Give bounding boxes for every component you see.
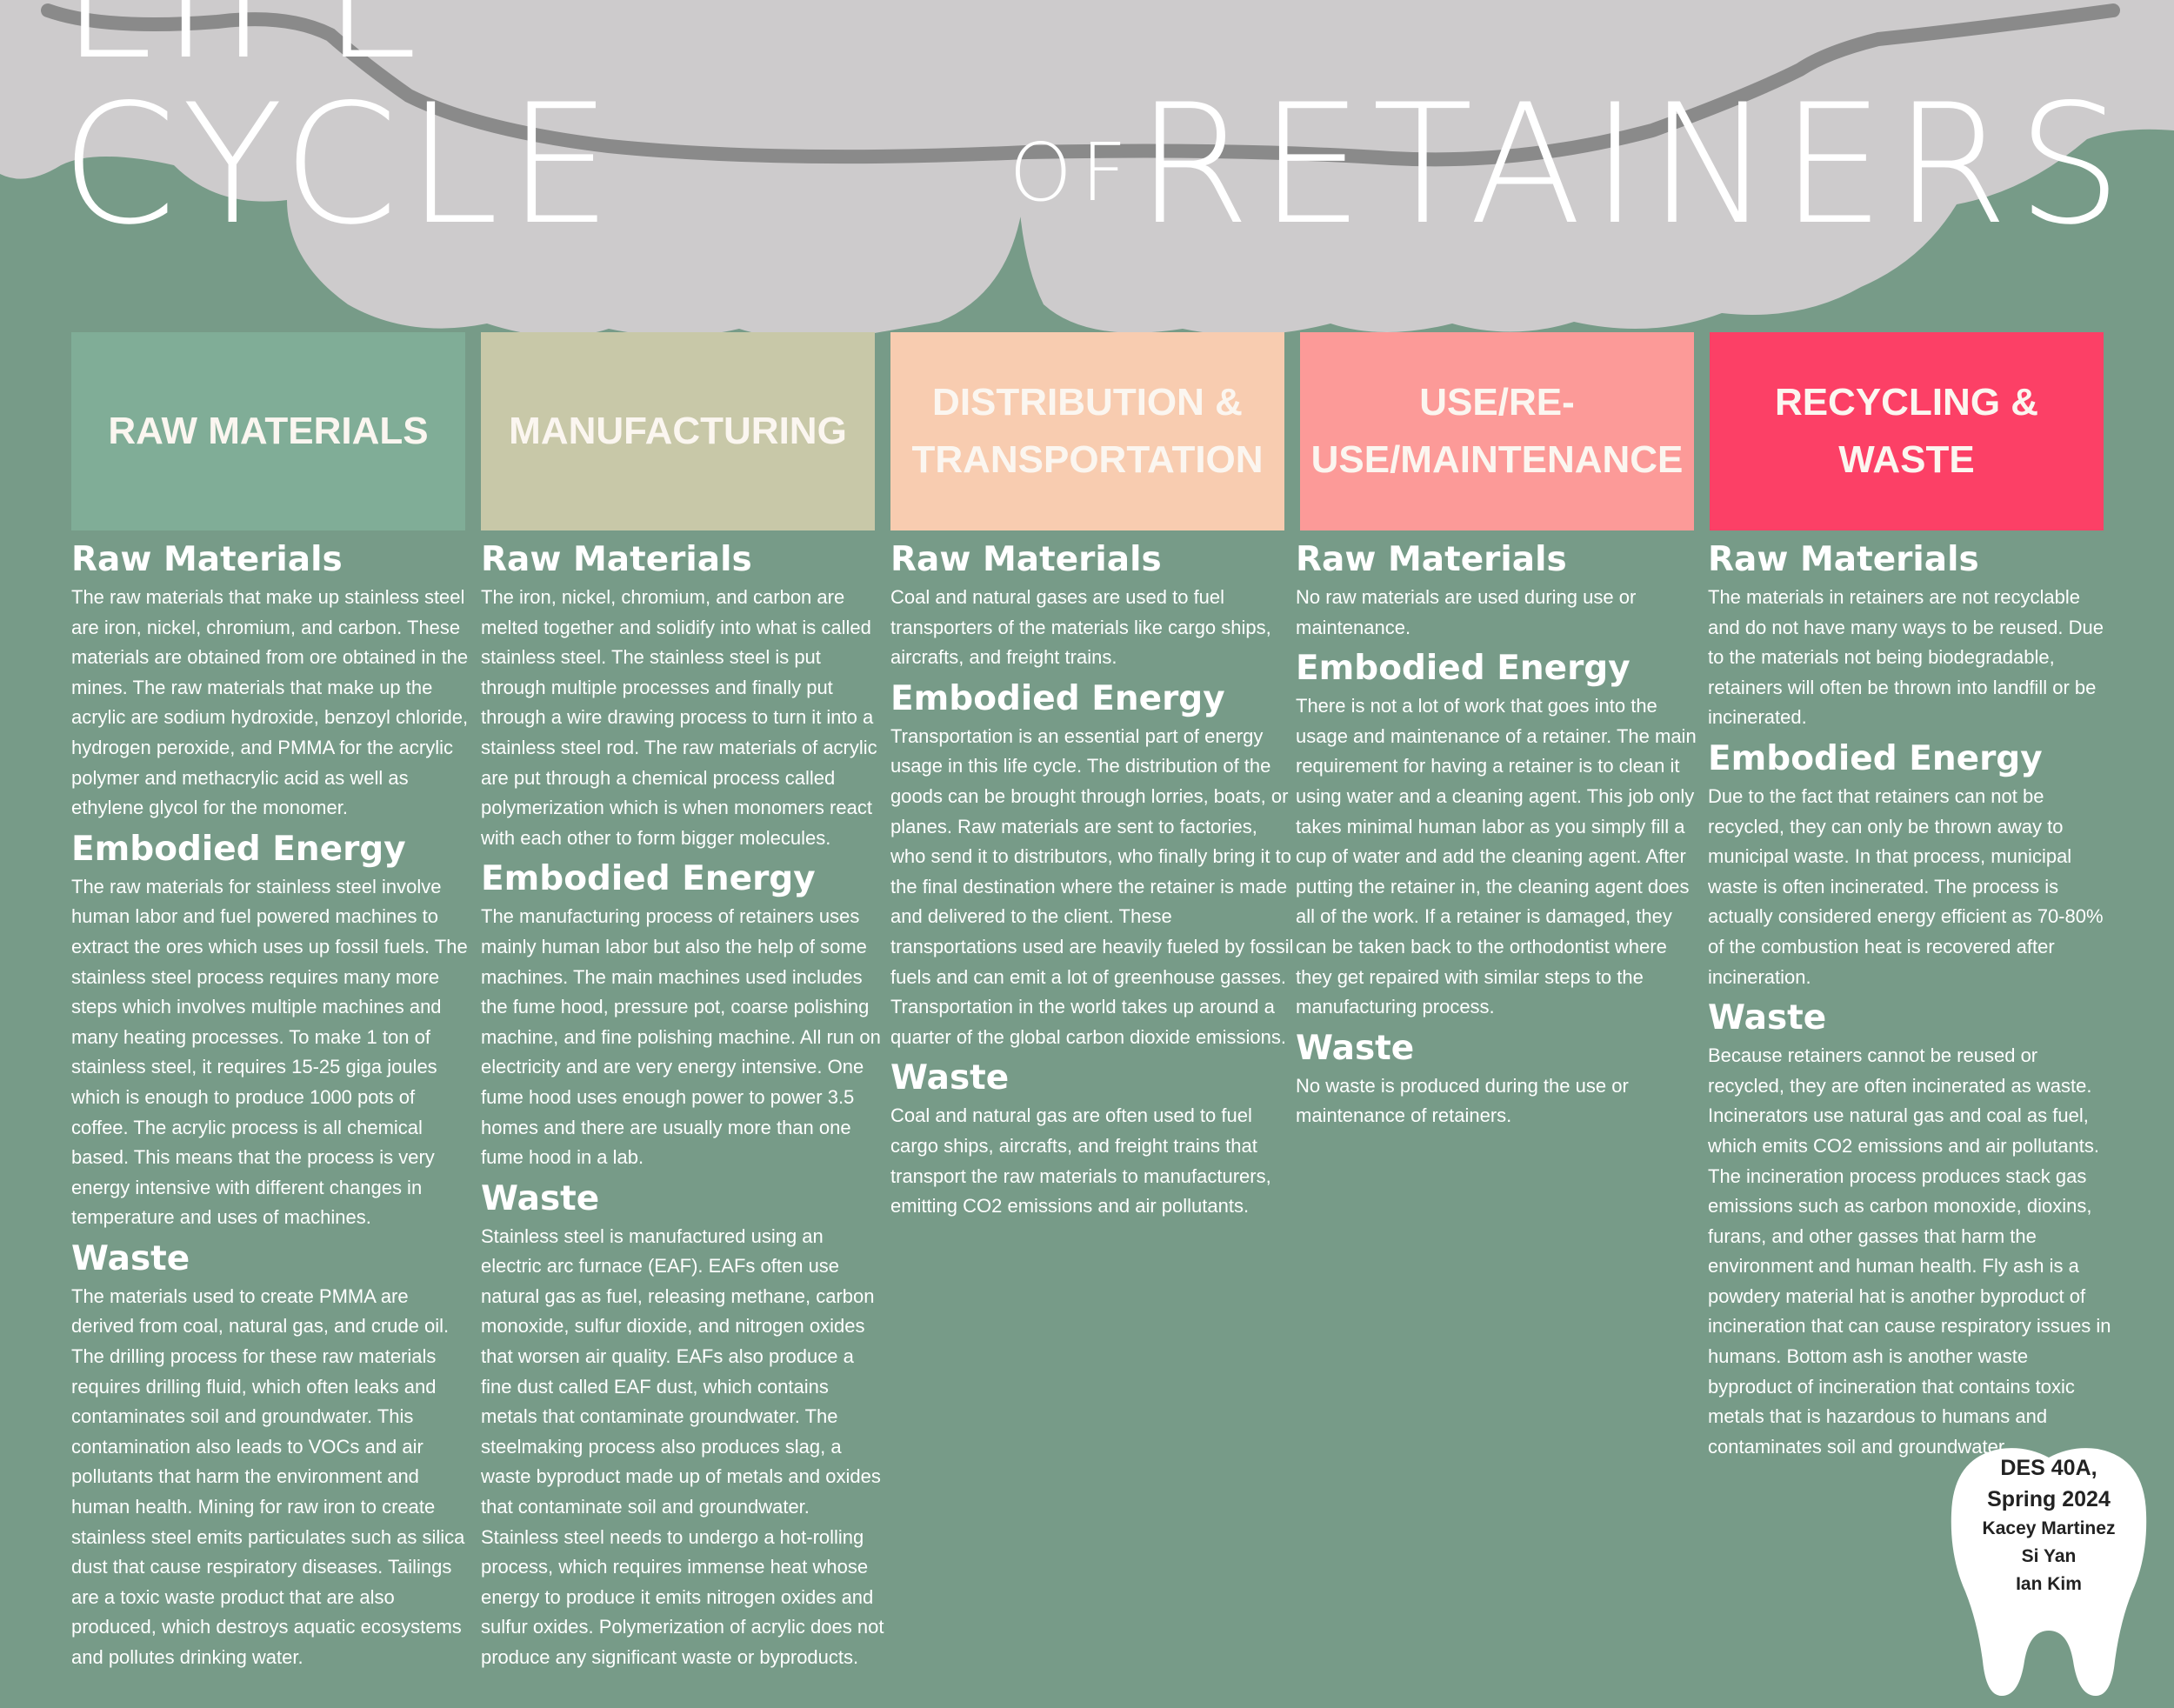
- section-heading-waste: Waste: [890, 1058, 1010, 1098]
- section-heading-raw-materials: Raw Materials: [890, 540, 1162, 579]
- section-text-raw-materials: The materials in retainers are not recyc…: [1708, 586, 2104, 729]
- section-heading-raw-materials: Raw Materials: [71, 540, 343, 579]
- section-heading-waste: Waste: [71, 1238, 190, 1278]
- teeth-icon: [0, 0, 2174, 338]
- section-heading-waste: Waste: [1296, 1028, 1415, 1068]
- title-retainers: RETAINERS: [1135, 69, 2131, 261]
- section-heading-embodied-energy: Embodied Energy: [1708, 738, 2043, 778]
- retainer-wire-icon: [41, 3, 2120, 167]
- title-of: OF: [1009, 126, 1136, 219]
- header-distribution-label: DISTRIBUTION & TRANSPORTATION: [911, 381, 1264, 481]
- section-text-embodied-energy: The manufacturing process of retainers u…: [481, 905, 881, 1169]
- section-text-embodied-energy: Transportation is an essential part of e…: [890, 724, 1294, 1048]
- credits-author: Kacey Martinez: [1982, 1518, 2116, 1538]
- section-text-waste: Because retainers cannot be reused or re…: [1708, 1044, 2111, 1458]
- section-text-waste: Coal and natural gas are often used to f…: [890, 1104, 1271, 1218]
- section-heading-waste: Waste: [1708, 998, 1827, 1038]
- header-use-maintenance: USE/RE-USE/MAINTENANCE: [1300, 332, 1694, 530]
- credits-author: Si Yan: [2021, 1546, 2077, 1566]
- credits-course: DES 40A,: [2000, 1456, 2097, 1480]
- tooth-icon: [1951, 1448, 2147, 1696]
- section-heading-waste: Waste: [481, 1178, 600, 1218]
- poster-title: LIFE CYCLE OF RETAINERS: [61, 0, 2131, 261]
- title-life-cycle: LIFE CYCLE: [61, 0, 621, 261]
- header-use-maintenance-label: USE/RE-USE/MAINTENANCE: [1310, 381, 1684, 481]
- column-distribution: Raw Materials Coal and natural gases are…: [890, 537, 1295, 1225]
- section-heading-embodied-energy: Embodied Energy: [481, 859, 816, 899]
- section-heading-embodied-energy: Embodied Energy: [890, 678, 1225, 718]
- header-distribution: DISTRIBUTION & TRANSPORTATION: [890, 332, 1284, 530]
- section-text-raw-materials: The raw materials that make up stainless…: [71, 586, 469, 819]
- section-heading-embodied-energy: Embodied Energy: [1296, 649, 1630, 689]
- section-text-embodied-energy: Due to the fact that retainers can not b…: [1708, 784, 2104, 988]
- header-recycling-waste-label: RECYCLING & WASTE: [1774, 381, 2039, 481]
- credits: DES 40A, Spring 2024 Kacey Martinez Si Y…: [1948, 1452, 2150, 1598]
- column-raw-materials: Raw Materials The raw materials that mak…: [71, 537, 476, 1677]
- column-manufacturing: Raw Materials The iron, nickel, chromium…: [481, 537, 885, 1677]
- section-text-raw-materials: Coal and natural gases are used to fuel …: [890, 586, 1271, 669]
- header-manufacturing-label: MANUFACTURING: [509, 410, 847, 452]
- section-text-waste: Stainless steel is manufactured using an…: [481, 1224, 884, 1668]
- header-raw-materials: RAW MATERIALS: [71, 332, 465, 530]
- credits-author: Ian Kim: [2016, 1574, 2082, 1594]
- section-heading-raw-materials: Raw Materials: [1708, 540, 1979, 579]
- section-text-embodied-energy: The raw materials for stainless steel in…: [71, 875, 468, 1229]
- section-text-embodied-energy: There is not a lot of work that goes int…: [1296, 695, 1697, 1018]
- section-text-raw-materials: The iron, nickel, chromium, and carbon a…: [481, 586, 877, 849]
- section-heading-raw-materials: Raw Materials: [1296, 540, 1567, 579]
- header-raw-materials-label: RAW MATERIALS: [108, 410, 429, 452]
- column-recycling-waste: Raw Materials The materials in retainers…: [1708, 537, 2112, 1465]
- column-use-maintenance: Raw Materials No raw materials are used …: [1296, 537, 1700, 1135]
- section-text-raw-materials: No raw materials are used during use or …: [1296, 586, 1637, 638]
- section-text-waste: The materials used to create PMMA are de…: [71, 1284, 465, 1668]
- header-manufacturing: MANUFACTURING: [481, 332, 875, 530]
- header-recycling-waste: RECYCLING & WASTE: [1710, 332, 2104, 530]
- section-heading-embodied-energy: Embodied Energy: [71, 829, 406, 869]
- credits-term: Spring 2024: [1987, 1487, 2111, 1511]
- section-text-waste: No waste is produced during the use or m…: [1296, 1074, 1629, 1127]
- section-heading-raw-materials: Raw Materials: [481, 540, 752, 579]
